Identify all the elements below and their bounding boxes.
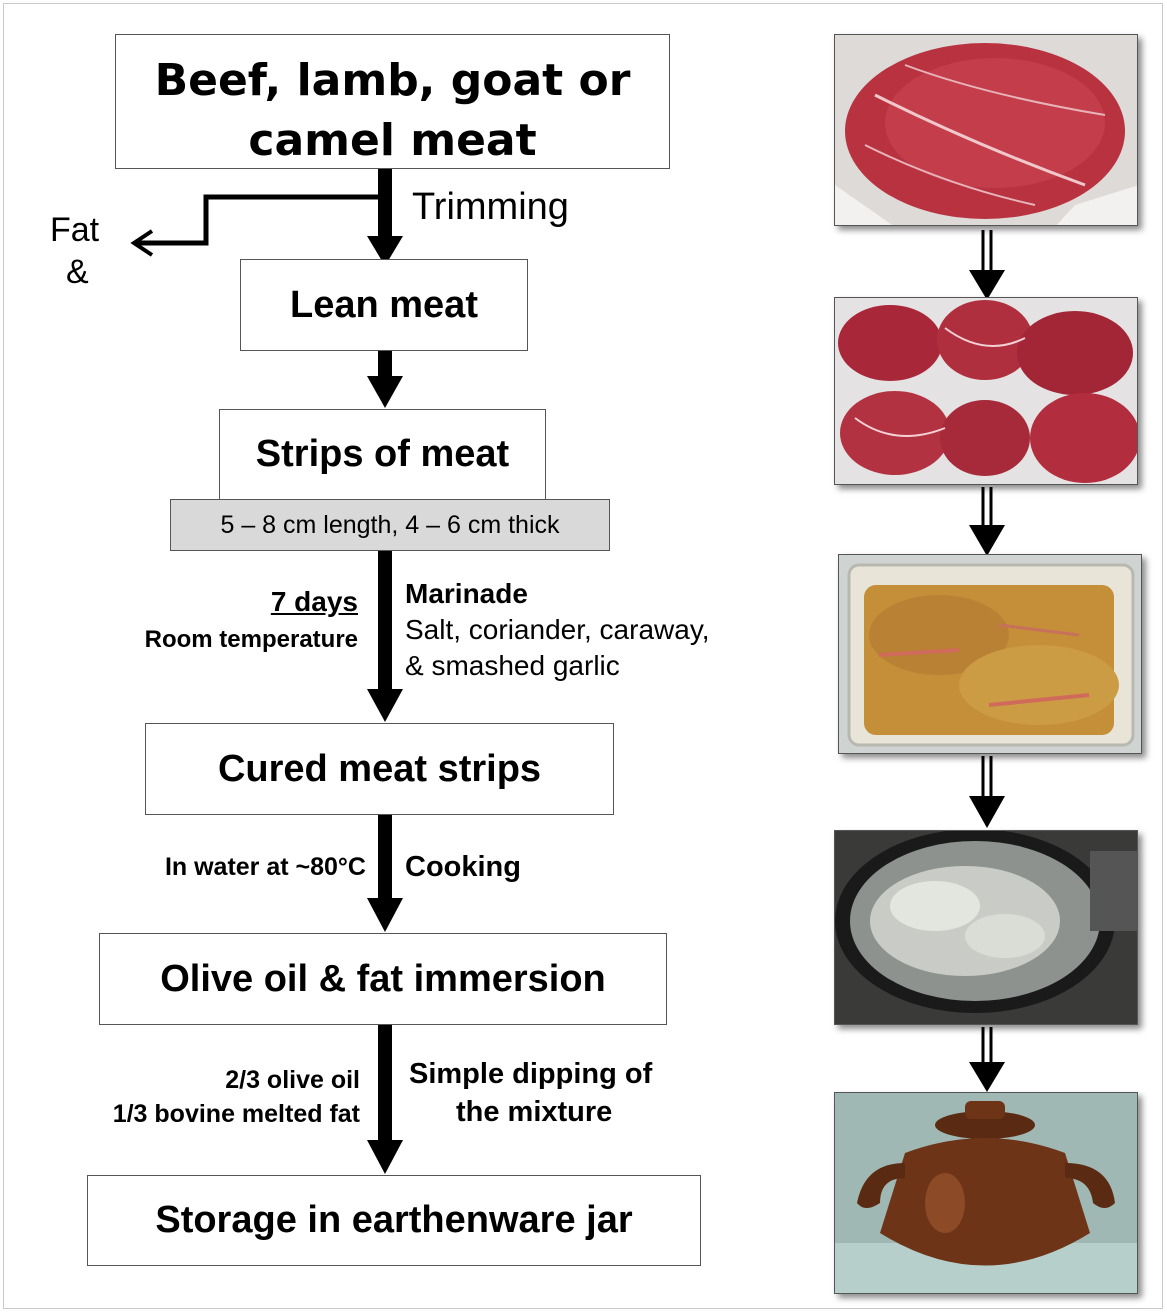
- marinade-title: Marinade: [405, 578, 528, 610]
- strips-size-box: 5 – 8 cm length, 4 – 6 cm thick: [170, 499, 610, 551]
- raw-meat-line-1: Beef, lamb, goat or: [155, 51, 631, 111]
- fat-label-line-1: Fat: [50, 211, 99, 250]
- cooking-label: Cooking: [405, 851, 521, 884]
- arrow-trimming: [367, 168, 403, 266]
- room-temp-label: Room temperature: [90, 626, 358, 654]
- photo-arrow-2: [969, 487, 1005, 556]
- meat-pieces-photo: [834, 297, 1138, 485]
- water-temp-label: In water at ~80°C: [100, 853, 366, 882]
- boiling-pot-photo: [834, 830, 1138, 1025]
- cured-strips-box: Cured meat strips: [145, 723, 614, 815]
- duration-label: 7 days: [200, 586, 358, 618]
- fat-ratio-clip: 1/3 bovine melted fat: [60, 1100, 360, 1122]
- dipping-line-1: Simple dipping of: [409, 1058, 652, 1091]
- marinade-line-2: & smashed garlic: [405, 650, 620, 682]
- fat-label-line-2: &: [66, 253, 89, 292]
- arrow-marinade: [367, 551, 403, 722]
- arrow-cooking: [367, 814, 403, 932]
- dipping-line-2: the mixture: [456, 1096, 612, 1129]
- marinade-line-1: Salt, coriander, caraway,: [405, 614, 710, 646]
- raw-meat-box: Beef, lamb, goat or camel meat: [115, 34, 670, 169]
- arrow-immersion: [367, 1024, 403, 1174]
- fat-ratio-label: 1/3 bovine melted fat: [60, 1100, 360, 1122]
- storage-box: Storage in earthenware jar: [87, 1175, 701, 1266]
- photo-arrow-4: [969, 1027, 1005, 1092]
- photo-arrow-1: [969, 230, 1005, 300]
- earthenware-jar-photo: [834, 1092, 1138, 1294]
- photo-arrow-3: [969, 756, 1005, 828]
- raw-meat-cut-photo: [834, 34, 1138, 226]
- arrow-lean-to-strips: [367, 350, 403, 408]
- fat-branch-line: [136, 197, 378, 243]
- lean-meat-box: Lean meat: [240, 259, 528, 351]
- oil-ratio-label: 2/3 olive oil: [150, 1066, 360, 1095]
- trimming-label: Trimming: [412, 186, 569, 229]
- marinated-meat-photo: [838, 554, 1142, 754]
- raw-meat-line-2: camel meat: [248, 111, 536, 170]
- immersion-box: Olive oil & fat immersion: [99, 933, 667, 1025]
- strips-box: Strips of meat: [219, 409, 546, 500]
